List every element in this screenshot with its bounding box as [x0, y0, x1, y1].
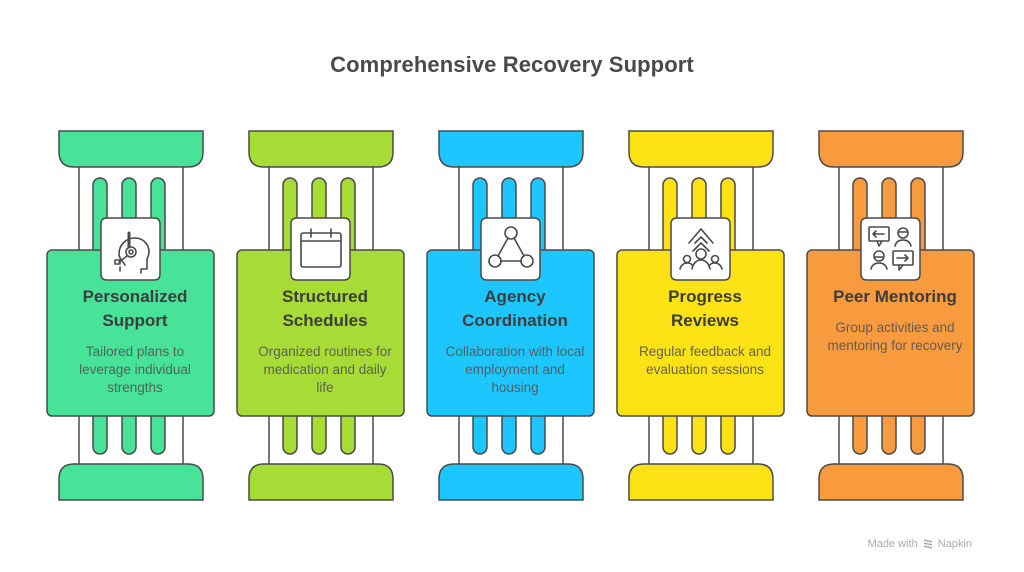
pillar-base	[58, 463, 204, 501]
pillar-title: Progress Reviews	[668, 287, 742, 330]
pillar-description: Regular feedback and evaluation sessions	[638, 344, 772, 377]
pillar-capital	[438, 130, 584, 168]
pillar-base	[438, 463, 584, 501]
pillar-text: Peer Mentoring Group activities and ment…	[808, 285, 982, 355]
headset-support-icon	[114, 231, 150, 274]
pillar-base	[628, 463, 774, 501]
network-triangle-icon	[488, 226, 534, 268]
napkin-logo-icon	[923, 539, 932, 549]
pillar-capital	[628, 130, 774, 168]
pillar-shape	[236, 130, 405, 501]
pillar-capital	[248, 130, 394, 168]
pillar-shape	[616, 130, 785, 501]
pillar-title: Structured Schedules	[282, 287, 368, 330]
napkin-brand-label: Napkin	[937, 538, 972, 550]
pillar-shape	[426, 130, 595, 501]
pillar-title: Agency Coordination	[462, 287, 568, 330]
made-with-label: Made with	[867, 538, 918, 550]
calendar-icon	[300, 228, 342, 268]
pillar-description: Organized routines for medication and da…	[258, 344, 392, 395]
pillar-base	[818, 463, 964, 501]
pillar-capital	[58, 130, 204, 168]
pillar-5: Peer Mentoring Group activities and ment…	[800, 0, 990, 572]
pillar-title: Personalized Support	[82, 287, 188, 330]
icon-badge	[480, 217, 541, 281]
pillar-description: Tailored plans to leverage individual st…	[79, 344, 191, 395]
watermark: Made with Napkin	[868, 538, 972, 550]
pillar-description: Group activities and mentoring for recov…	[827, 320, 963, 353]
pillar-text: Agency Coordination Collaboration with l…	[428, 285, 602, 397]
group-progress-icon	[679, 228, 723, 270]
pillar-4: Progress Reviews Regular feedback and ev…	[610, 0, 800, 572]
pillar-base	[248, 463, 394, 501]
pillar-shape	[806, 130, 975, 501]
pillar-2: Structured Schedules Organized routines …	[230, 0, 420, 572]
diagram-title: Comprehensive Recovery Support	[330, 52, 694, 77]
pillar-text: Structured Schedules Organized routines …	[238, 285, 412, 397]
pillar-description: Collaboration with local employment and …	[445, 344, 585, 395]
pillar-capital	[818, 130, 964, 168]
peer-conversation-icon	[868, 226, 914, 271]
pillar-text: Progress Reviews Regular feedback and ev…	[618, 285, 792, 379]
pillar-1: Personalized Support Tailored plans to l…	[40, 0, 230, 572]
pillar-3: Agency Coordination Collaboration with l…	[420, 0, 610, 572]
pillar-shape	[46, 130, 215, 501]
pillar-text: Personalized Support Tailored plans to l…	[48, 285, 222, 397]
pillar-title: Peer Mentoring	[833, 287, 957, 306]
